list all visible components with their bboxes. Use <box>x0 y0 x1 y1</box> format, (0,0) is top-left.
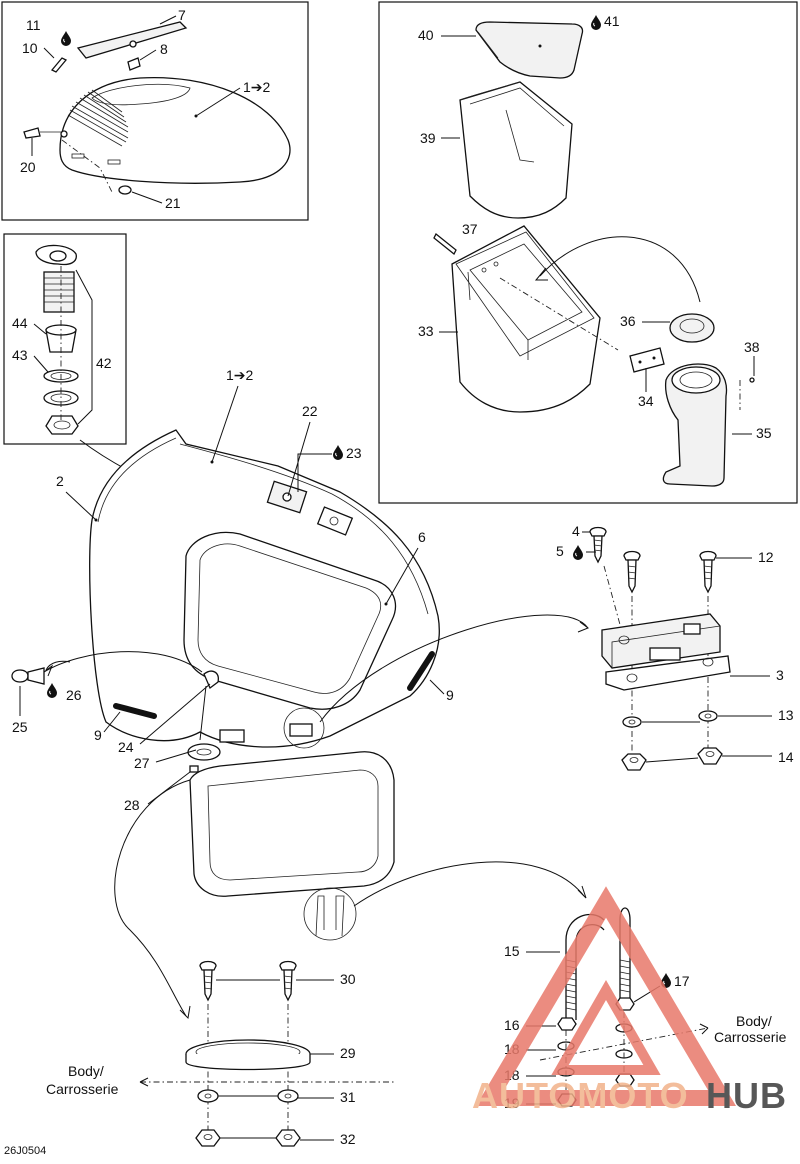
callout-37: 37 <box>462 221 478 237</box>
callout-7: 7 <box>178 7 186 23</box>
callout-43: 43 <box>12 347 28 363</box>
callout-15: 15 <box>504 943 520 959</box>
inset-frame-storage-bin <box>378 1 798 504</box>
main-body-cover <box>11 429 590 1020</box>
callout-36: 36 <box>620 313 636 329</box>
callout-10: 10 <box>22 40 38 56</box>
callout-28: 28 <box>124 797 140 813</box>
callouts-inset-1: 11 10 7 8 1➔2 20 21 <box>20 7 271 211</box>
callout-41: 41 <box>604 13 620 29</box>
callout-11: 11 <box>26 17 41 33</box>
callout-22: 22 <box>302 403 318 419</box>
callout-1-2-main: 1➔2 <box>226 367 254 383</box>
callouts-ring: 30 29 31 32 Body/ Carrosserie 26J0504 <box>4 971 356 1157</box>
oil-drop-icon <box>46 682 58 699</box>
callout-44: 44 <box>12 315 28 331</box>
callouts-inset-2: 44 43 42 <box>12 315 112 373</box>
callout-1-2-top: 1➔2 <box>243 79 271 95</box>
callout-42: 42 <box>96 355 112 371</box>
callout-9-left: 9 <box>94 727 102 743</box>
callout-21: 21 <box>165 195 181 211</box>
callout-32: 32 <box>340 1131 356 1147</box>
oil-drop-icon <box>60 30 72 47</box>
callout-4: 4 <box>572 523 580 539</box>
callout-25: 25 <box>12 719 28 735</box>
hinge-hardware <box>589 526 731 771</box>
callout-23: 23 <box>346 445 362 461</box>
callout-9-right: 9 <box>446 687 454 703</box>
callout-24: 24 <box>118 739 134 755</box>
callout-35: 35 <box>756 425 772 441</box>
callout-27: 27 <box>134 755 150 771</box>
callout-12: 12 <box>758 549 774 565</box>
oil-drop-icon <box>590 14 602 31</box>
callout-17: 17 <box>674 973 690 989</box>
inset-frame-lock <box>3 233 127 445</box>
watermark-logo: AUTOMOTO HUB <box>472 886 787 1116</box>
callout-29: 29 <box>340 1045 356 1061</box>
callout-2: 2 <box>56 473 64 489</box>
callouts-hinge: 4 5 12 3 13 14 <box>556 523 794 765</box>
inset-frame-seat-cover <box>1 1 309 221</box>
callouts-main: 1➔2 2 22 23 6 9 9 24 27 28 25 26 <box>12 367 454 813</box>
body-label-left-line2: Carrosserie <box>46 1081 119 1097</box>
lock-assembly <box>35 244 93 435</box>
ring-hardware <box>139 960 396 1147</box>
callout-40: 40 <box>418 27 434 43</box>
callout-6: 6 <box>418 529 426 545</box>
watermark-text-part2: HUB <box>706 1075 787 1116</box>
callout-8: 8 <box>160 41 168 57</box>
callout-30: 30 <box>340 971 356 987</box>
callout-13: 13 <box>778 707 794 723</box>
callout-39: 39 <box>420 130 436 146</box>
callout-3: 3 <box>776 667 784 683</box>
callout-33: 33 <box>418 323 434 339</box>
callout-26: 26 <box>66 687 82 703</box>
callout-38: 38 <box>744 339 760 355</box>
storage-bin-assembly <box>433 21 755 487</box>
callouts-inset-3: 40 41 39 37 33 36 38 34 35 <box>418 13 772 441</box>
oil-drop-icon <box>332 444 344 461</box>
callout-20: 20 <box>20 159 36 175</box>
oil-drop-icon <box>572 544 584 561</box>
callout-34: 34 <box>638 393 654 409</box>
body-label-left-line1: Body/ <box>68 1063 104 1079</box>
seat-cover-assembly <box>23 21 291 195</box>
drawing-code: 26J0504 <box>4 1145 46 1157</box>
body-label-right-line2: Carrosserie <box>714 1029 787 1045</box>
callout-5: 5 <box>556 543 564 559</box>
callout-16: 16 <box>504 1017 520 1033</box>
callout-31: 31 <box>340 1089 356 1105</box>
body-label-right-line1: Body/ <box>736 1013 772 1029</box>
callout-14: 14 <box>778 749 794 765</box>
watermark-text-part1: AUTOMOTO <box>472 1075 689 1116</box>
